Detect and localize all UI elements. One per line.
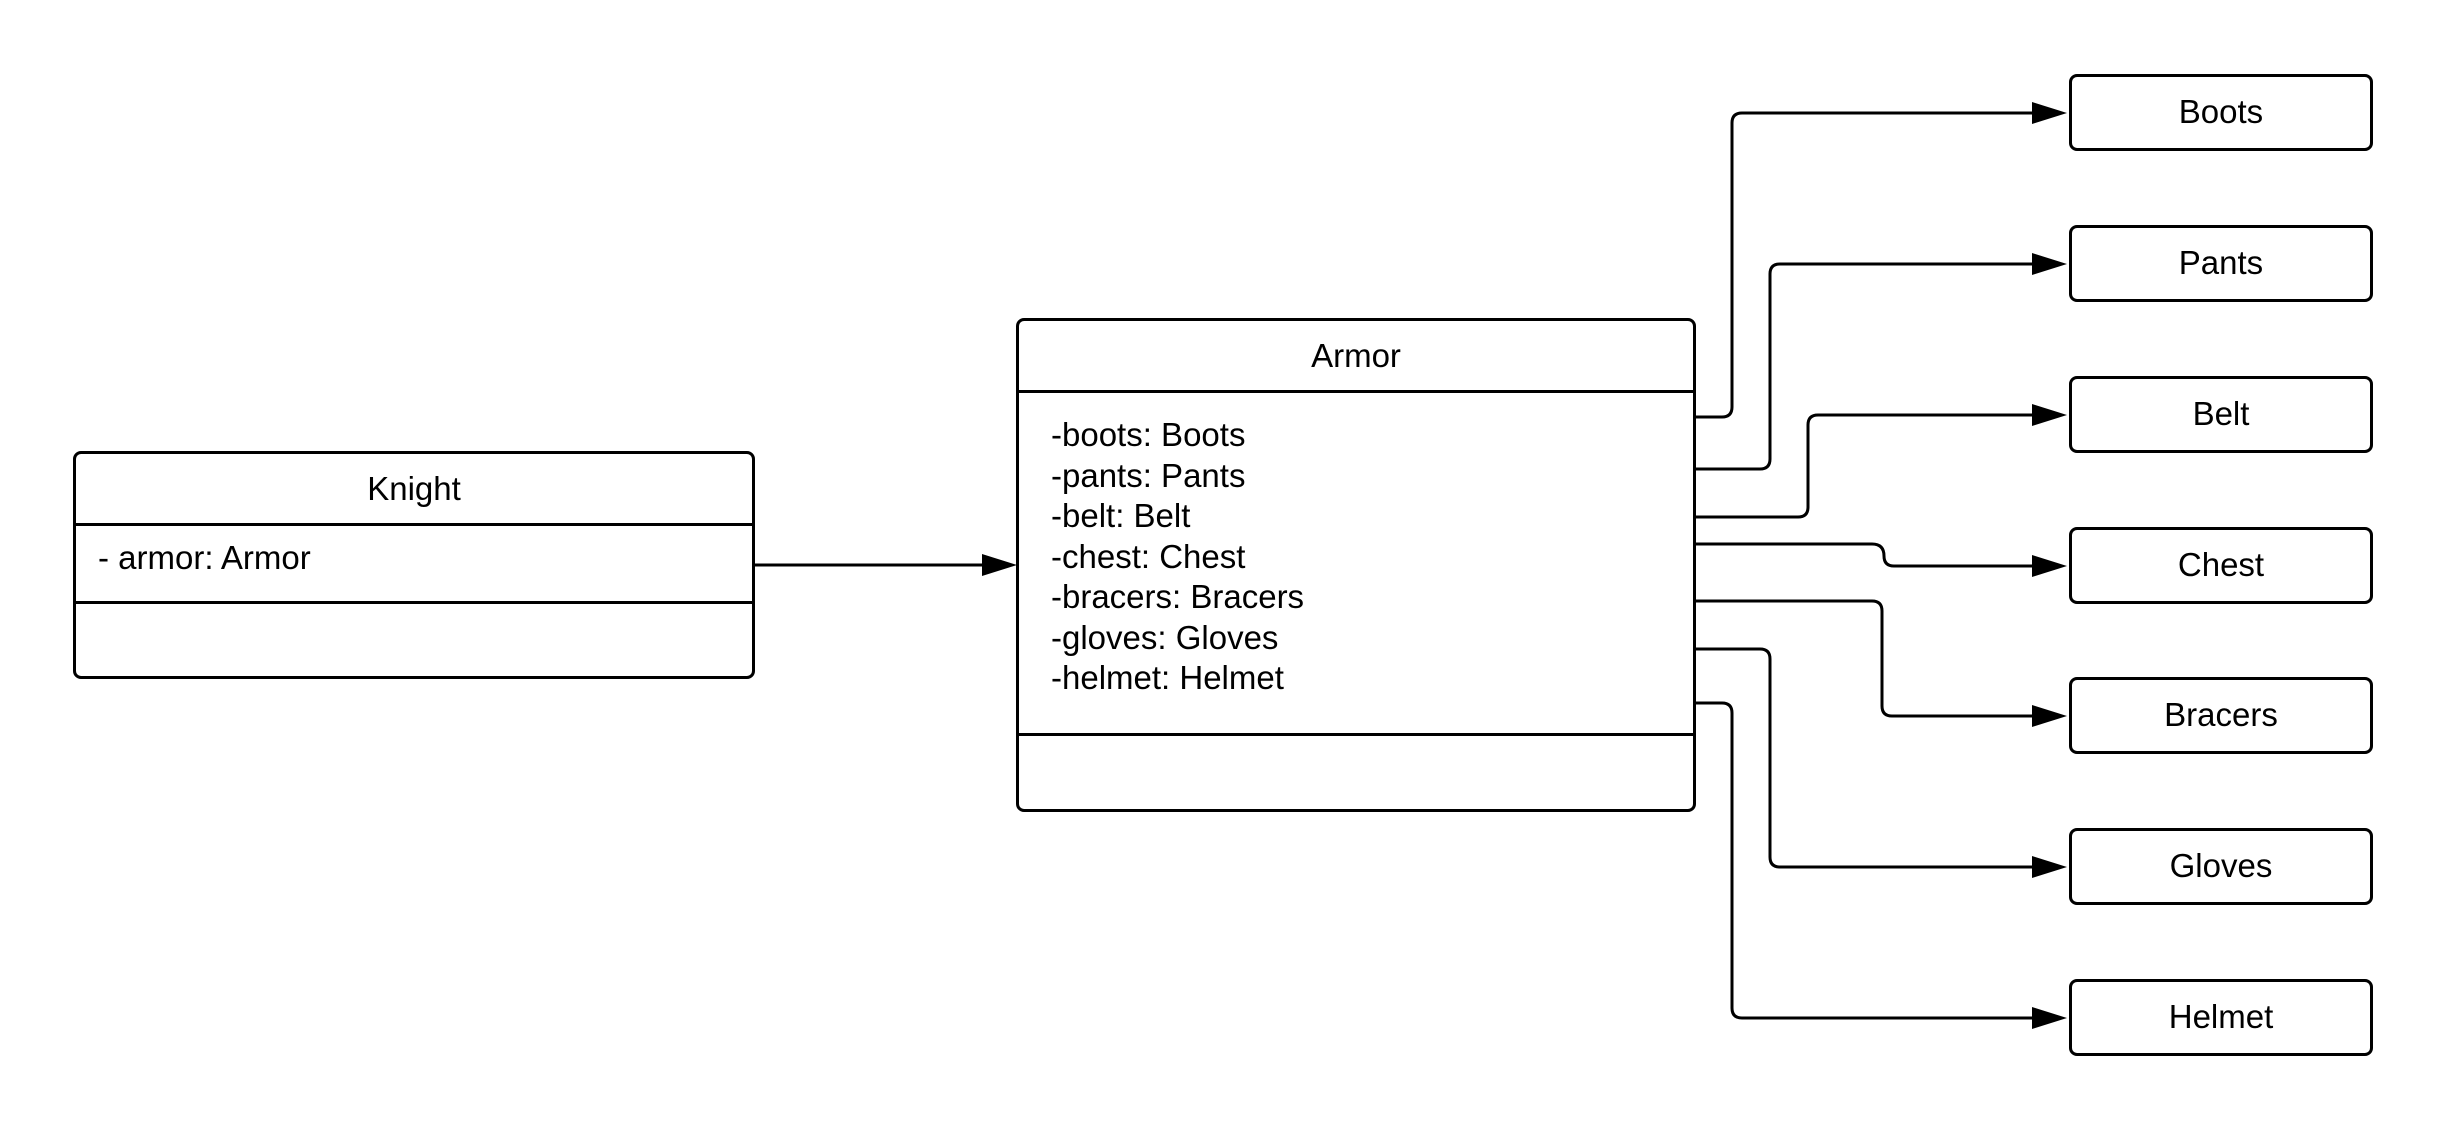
arrowhead-armor-boots <box>2032 102 2067 124</box>
knight-class-attributes: - armor: Armor <box>76 526 752 604</box>
knight-attribute-armor: - armor: Armor <box>98 539 311 576</box>
belt-class[interactable]: Belt <box>2069 376 2373 453</box>
association-armor-bracers <box>1693 599 2050 718</box>
gloves-class[interactable]: Gloves <box>2069 828 2373 905</box>
knight-class[interactable]: Knight - armor: Armor <box>73 451 755 679</box>
armor-attribute-helmet: -helmet: Helmet <box>1051 659 1284 696</box>
pants-class[interactable]: Pants <box>2069 225 2373 302</box>
arrowhead-armor-chest <box>2032 555 2067 577</box>
association-armor-helmet <box>1693 701 2050 1020</box>
arrowhead-knight-armor <box>982 554 1017 576</box>
arrowhead-armor-helmet <box>2032 1007 2067 1029</box>
association-armor-pants <box>1693 262 2050 471</box>
armor-attribute-boots: -boots: Boots <box>1051 416 1246 453</box>
chest-class[interactable]: Chest <box>2069 527 2373 604</box>
arrowhead-armor-pants <box>2032 253 2067 275</box>
association-armor-gloves <box>1693 647 2050 869</box>
armor-attribute-gloves: -gloves: Gloves <box>1051 618 1279 656</box>
armor-attribute-bracers: -bracers: Bracers <box>1051 578 1305 615</box>
helmet-class[interactable]: Helmet <box>2069 979 2373 1056</box>
armor-class-attributes: -boots: Boots -pants: Pants -belt: Belt … <box>1019 393 1693 736</box>
armor-attribute-chest: -chest: Chest <box>1051 537 1246 575</box>
armor-class-title: Armor <box>1019 321 1693 393</box>
arrowhead-armor-belt <box>2032 404 2067 426</box>
association-armor-belt <box>1693 413 2050 519</box>
knight-class-title: Knight <box>76 454 752 526</box>
association-armor-boots <box>1693 111 2050 419</box>
arrowhead-armor-gloves <box>2032 856 2067 878</box>
armor-class[interactable]: Armor -boots: Boots -pants: Pants -belt:… <box>1016 318 1696 812</box>
armor-attribute-belt: -belt: Belt <box>1051 497 1191 534</box>
association-armor-chest <box>1693 542 2050 568</box>
armor-attribute-pants: -pants: Pants <box>1051 456 1246 494</box>
boots-class[interactable]: Boots <box>2069 74 2373 151</box>
arrowhead-armor-bracers <box>2032 705 2067 727</box>
bracers-class[interactable]: Bracers <box>2069 677 2373 754</box>
